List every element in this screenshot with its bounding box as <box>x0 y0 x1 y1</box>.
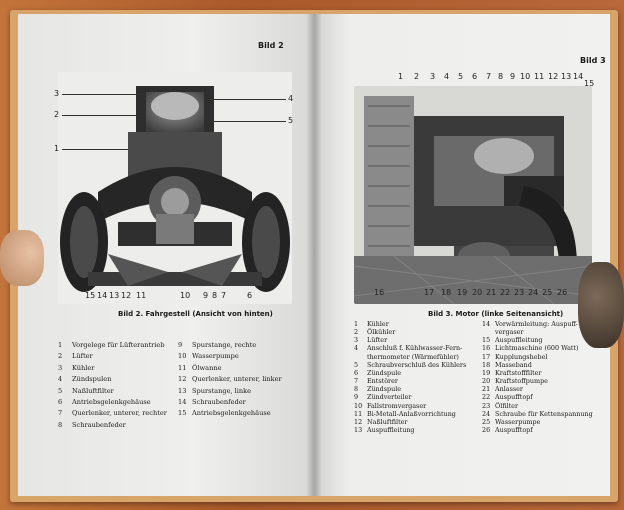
label-12: 12 <box>548 72 559 81</box>
label-5: 5 <box>458 72 464 81</box>
label-14: 14 <box>573 72 584 81</box>
label-20: 20 <box>472 288 483 297</box>
label-1: 1 <box>398 72 404 81</box>
chassis-photo-graphic <box>58 72 292 304</box>
engine-photo <box>354 86 592 304</box>
label-4: 4 <box>444 72 450 81</box>
label-10: 10 <box>180 291 191 300</box>
label-22: 22 <box>500 288 511 297</box>
label-6: 6 <box>247 291 253 300</box>
label-12: 12 <box>121 291 132 300</box>
label-15: 15 <box>584 79 595 88</box>
right-page-header: Bild 3 <box>580 56 606 65</box>
leader-line <box>62 149 128 150</box>
label-2: 2 <box>414 72 420 81</box>
label-15: 15 <box>85 291 96 300</box>
left-page-header: Bild 2 <box>258 41 284 50</box>
label-19: 19 <box>457 288 468 297</box>
label-11: 11 <box>534 72 545 81</box>
label-7: 7 <box>486 72 492 81</box>
label-2: 2 <box>54 110 60 119</box>
label-21: 21 <box>486 288 497 297</box>
engine-photo-graphic <box>354 86 592 304</box>
label-6: 6 <box>472 72 478 81</box>
leader-line <box>208 99 286 100</box>
label-8: 8 <box>498 72 504 81</box>
label-11: 11 <box>136 291 147 300</box>
label-25: 25 <box>542 288 553 297</box>
label-1: 1 <box>54 144 60 153</box>
right-hand <box>578 262 624 348</box>
label-26: 26 <box>557 288 568 297</box>
label-23: 23 <box>514 288 525 297</box>
chassis-photo <box>58 72 292 304</box>
label-3: 3 <box>54 89 60 98</box>
label-14: 14 <box>97 291 108 300</box>
leader-line <box>62 94 142 95</box>
label-8: 8 <box>212 291 218 300</box>
label-5: 5 <box>288 116 294 125</box>
leader-line <box>62 115 142 116</box>
label-24: 24 <box>528 288 539 297</box>
label-3: 3 <box>430 72 436 81</box>
left-thumb <box>0 230 44 286</box>
label-13: 13 <box>561 72 572 81</box>
label-18: 18 <box>441 288 452 297</box>
label-16: 16 <box>374 288 385 297</box>
label-9: 9 <box>510 72 516 81</box>
book-gutter <box>306 14 322 496</box>
leader-line <box>210 121 286 122</box>
label-17: 17 <box>424 288 435 297</box>
label-9: 9 <box>203 291 209 300</box>
label-4: 4 <box>288 94 294 103</box>
label-10: 10 <box>520 72 531 81</box>
label-7: 7 <box>221 291 227 300</box>
figure-caption-left: Bild 2. Fahrgestell (Ansicht von hinten) <box>118 310 273 318</box>
left-page: Bild 2 <box>18 14 314 496</box>
right-page: Bild 3 1 2 3 4 5 <box>314 14 610 496</box>
figure-caption-right: Bild 3. Motor (linke Seitenansicht) <box>428 310 564 318</box>
label-13: 13 <box>109 291 120 300</box>
